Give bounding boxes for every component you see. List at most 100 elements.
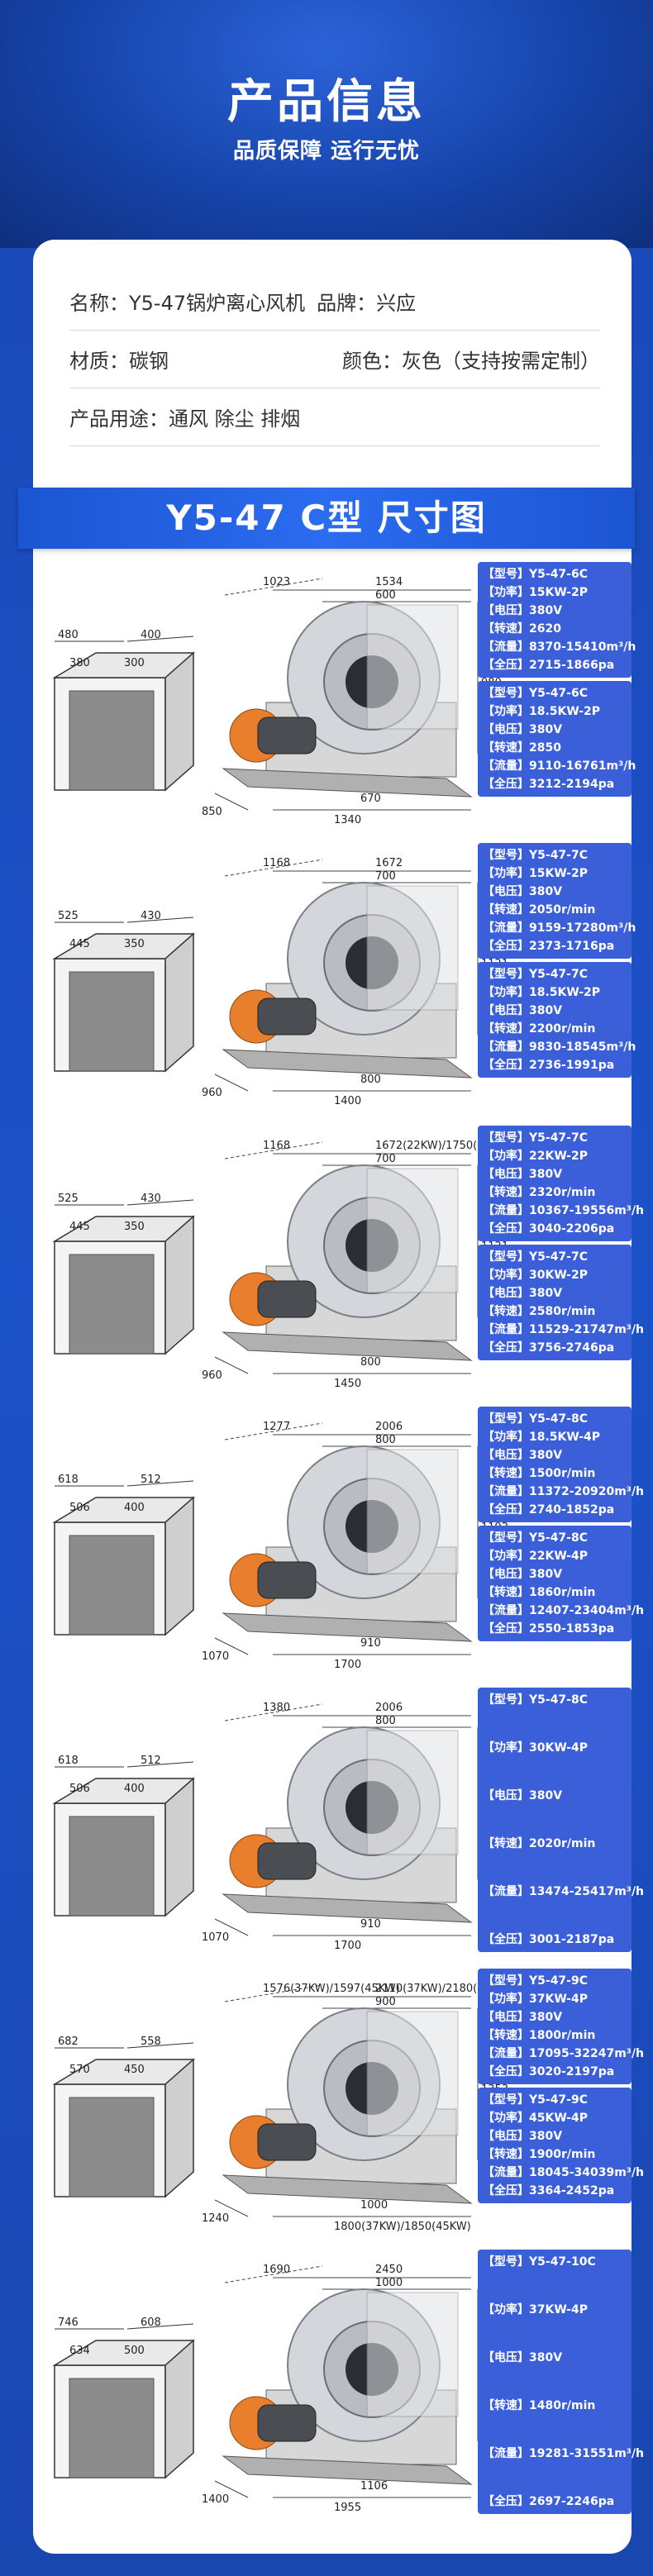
dimension-label: 350 (124, 1221, 145, 1233)
size-section: 7466086345001690245010001482110619551400… (33, 2250, 644, 2531)
spec-value: 17095-32247m³/h (529, 2047, 645, 2060)
spec-key: 【全压】 (483, 1622, 529, 1636)
spec-value: 2736-1991pa (529, 1059, 615, 1072)
dimension-label: 1340 (334, 814, 361, 826)
spec-key: 【电压】 (483, 1449, 529, 1462)
spec-value: 3212-2194pa (529, 778, 615, 791)
dimension-label: 445 (69, 1221, 90, 1233)
spec-box: 【型号】Y5-47-7C【功率】22KW-2P【电压】380V【转速】2320r… (478, 1126, 644, 1241)
spec-line: 【流量】11372-20920m³/h (483, 1483, 644, 1501)
spec-line: 【转速】1860r/min (483, 1583, 627, 1602)
spec-line: 【型号】Y5-47-7C (483, 846, 627, 864)
spec-list: 【型号】Y5-47-7C【功率】22KW-2P【电压】380V【转速】2320r… (478, 1126, 644, 1364)
spec-value: 380V (529, 1789, 563, 1802)
spec-value: 3020-2197pa (529, 2065, 615, 2078)
spec-value: Y5-47-7C (529, 849, 588, 862)
spec-line: 【转速】1900r/min (483, 2145, 627, 2164)
spec-line: 【全压】2550-1853pa (483, 1620, 627, 1638)
spec-key: 【流量】 (483, 2447, 529, 2460)
spec-key: 【全压】 (483, 2065, 529, 2078)
spec-box: 【型号】Y5-47-9C【功率】45KW-4P【电压】380V【转速】1900r… (478, 2088, 644, 2203)
spec-line: 【型号】Y5-47-7C (483, 1248, 627, 1266)
spec-key: 【转速】 (483, 1586, 529, 1599)
spec-key: 【流量】 (483, 1885, 529, 1898)
spec-key: 【转速】 (483, 1186, 529, 1199)
dimension-label: 608 (141, 2316, 161, 2329)
spec-line: 【转速】2020r/min (483, 1835, 627, 1853)
spec-line: 【全压】3212-2194pa (483, 775, 627, 793)
spec-value: Y5-47-9C (529, 2093, 588, 2107)
spec-line: 【功率】30KW-2P (483, 1266, 627, 1284)
dimension-label: 1000 (360, 2199, 388, 2212)
dimension-label: 1955 (334, 2502, 361, 2514)
dimension-label: 800 (360, 1074, 381, 1086)
spec-line: 【转速】2850 (483, 739, 627, 757)
spec-line: 【流量】10367-19556m³/h (483, 1202, 644, 1220)
spec-value: 9159-17280m³/h (529, 921, 636, 935)
dimension-label: 430 (141, 1193, 161, 1205)
dimension-label: 634 (69, 2345, 90, 2357)
spec-list: 【型号】Y5-47-7C【功率】15KW-2P【电压】380V【转速】2050r… (478, 843, 636, 1081)
spec-value: 30KW-4P (529, 1741, 588, 1755)
spec-value: 2320r/min (529, 1186, 596, 1199)
dimension-label: 746 (58, 2316, 79, 2329)
fan-diagram: 1690245010001482110619551400 (202, 2264, 508, 2514)
dimension-label: 1400 (334, 1095, 361, 1107)
spec-line: 【转速】2580r/min (483, 1302, 627, 1321)
spec-key: 【功率】 (483, 867, 529, 880)
spec-key: 【全压】 (483, 940, 529, 953)
spec-key: 【流量】 (483, 759, 529, 773)
spec-key: 【流量】 (483, 2166, 529, 2179)
spec-key: 【全压】 (483, 1222, 529, 1236)
dimension-label: 1023 (263, 576, 290, 588)
dimension-label: 1070 (202, 1931, 229, 1944)
dimension-label: 1277 (263, 1421, 290, 1433)
fan-diagram: 1576(37KW)/1597(45KW)2110(37KW)/2180(45K… (202, 1983, 512, 2233)
spec-value: 18.5KW-2P (529, 705, 601, 718)
dimension-banner: Y5-47 C型 尺寸图 (18, 488, 635, 549)
spec-value: Y5-47-8C (529, 1412, 588, 1426)
dimension-label: 558 (141, 2036, 161, 2048)
dimension-label: 2006 (375, 1702, 403, 1714)
dimension-label: 682 (58, 2036, 79, 2048)
dimension-label: 1400 (202, 2493, 229, 2506)
fan-diagram: 102315346009806701340850 (202, 576, 502, 826)
spec-key: 【型号】 (483, 1412, 529, 1426)
spec-value: 15KW-2P (529, 586, 588, 599)
spec-key: 【功率】 (483, 1269, 529, 1282)
spec-key: 【功率】 (483, 2112, 529, 2125)
spec-line: 【流量】9830-18545m³/h (483, 1038, 636, 1056)
spec-value: 380V (529, 2351, 563, 2364)
spec-list: 【型号】Y5-47-9C【功率】37KW-4P【电压】380V【转速】1800r… (478, 1969, 644, 2207)
spec-key: 【电压】 (483, 723, 529, 736)
spec-value: Y5-47-7C (529, 968, 588, 981)
spec-value: 2550-1853pa (529, 1622, 615, 1636)
spec-line: 【转速】1800r/min (483, 2026, 627, 2045)
spec-value: 3364-2452pa (529, 2184, 615, 2197)
dimension-label: 800 (375, 1434, 396, 1446)
spec-line: 【型号】Y5-47-8C (483, 1529, 627, 1547)
dimension-label: 500 (124, 2345, 145, 2357)
spec-line: 【电压】380V (483, 1284, 627, 1302)
spec-line: 【型号】Y5-47-6C (483, 565, 627, 583)
spec-value: 18.5KW-2P (529, 986, 601, 999)
spec-value: 2740-1852pa (529, 1503, 615, 1517)
spec-key: 【转速】 (483, 2148, 529, 2161)
dimension-label: 800 (375, 1715, 396, 1727)
spec-value: 380V (529, 1168, 563, 1181)
spec-value: 13474-25417m³/h (529, 1885, 645, 1898)
spec-box: 【型号】Y5-47-7C【功率】15KW-2P【电压】380V【转速】2050r… (478, 843, 636, 959)
size-section: 480400380300102315346009806701340850【型号】… (33, 562, 636, 843)
dimension-label: 850 (202, 806, 222, 818)
spec-line: 【电压】380V (483, 2127, 627, 2145)
spec-value: 10367-19556m³/h (529, 1204, 645, 1217)
dimension-label: 1070 (202, 1650, 229, 1663)
fan-diagram: 1168167270011218001400960 (202, 857, 508, 1107)
dimension-label: 1534 (375, 576, 403, 588)
spec-box: 【型号】Y5-47-6C【功率】15KW-2P【电压】380V【转速】2620【… (478, 562, 636, 678)
spec-value: 18.5KW-4P (529, 1431, 601, 1444)
spec-line: 【功率】37KW-4P (483, 2301, 627, 2319)
spec-line: 【功率】22KW-2P (483, 1147, 627, 1165)
spec-value: 22KW-2P (529, 1150, 588, 1163)
spec-value: 11529-21747m³/h (529, 1323, 645, 1336)
